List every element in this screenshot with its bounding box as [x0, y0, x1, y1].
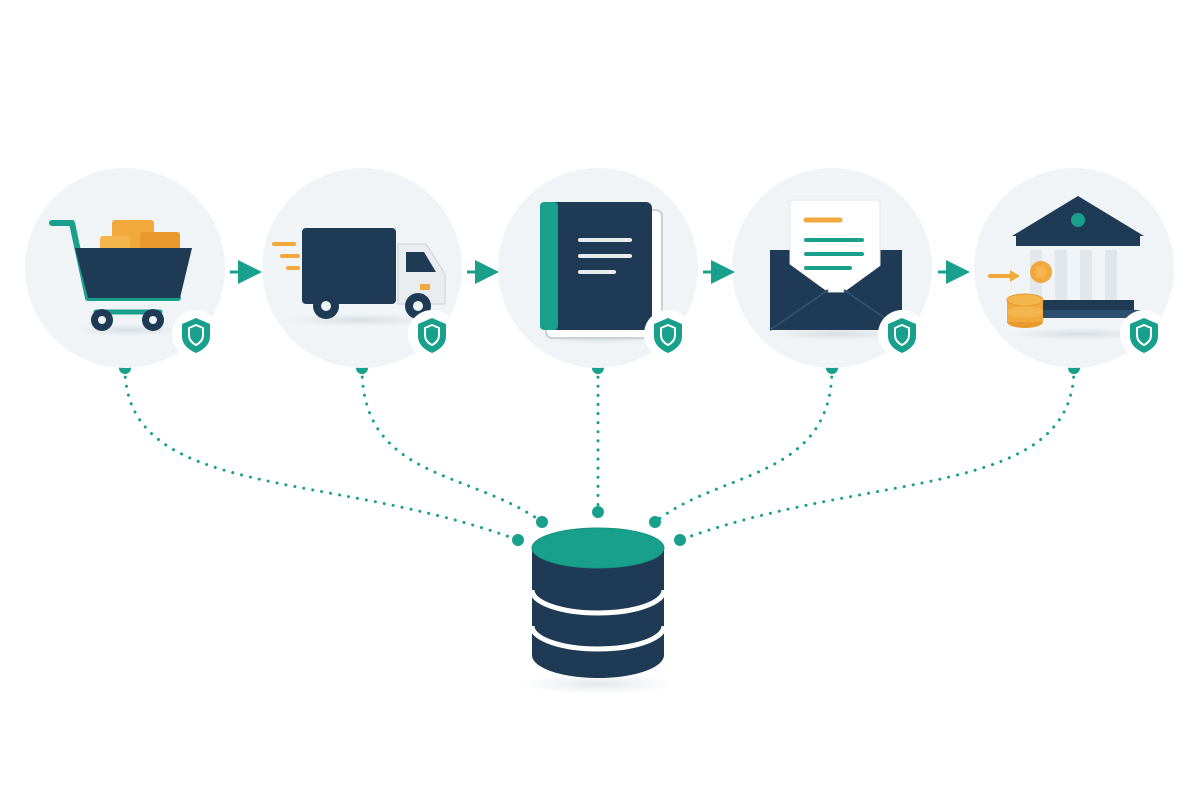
- envelope-letter-icon: [768, 199, 904, 340]
- shield-badges: [172, 310, 1168, 358]
- shopping-cart-icon: [49, 220, 192, 336]
- shield-icon: [878, 310, 926, 358]
- database-icon: [518, 527, 678, 694]
- connector-cart: [123, 366, 520, 542]
- shield-icon: [644, 310, 692, 358]
- shield-icon: [172, 310, 220, 358]
- ledger-book-icon: [538, 202, 663, 344]
- shield-icon: [1120, 310, 1168, 358]
- shield-icon: [408, 310, 456, 358]
- connector-dots: [119, 362, 1080, 546]
- bank-icon: [988, 196, 1148, 340]
- connector-delivery: [360, 366, 544, 524]
- connector-bank: [678, 366, 1076, 542]
- connectors: [123, 366, 1076, 542]
- connector-invoice: [653, 366, 834, 524]
